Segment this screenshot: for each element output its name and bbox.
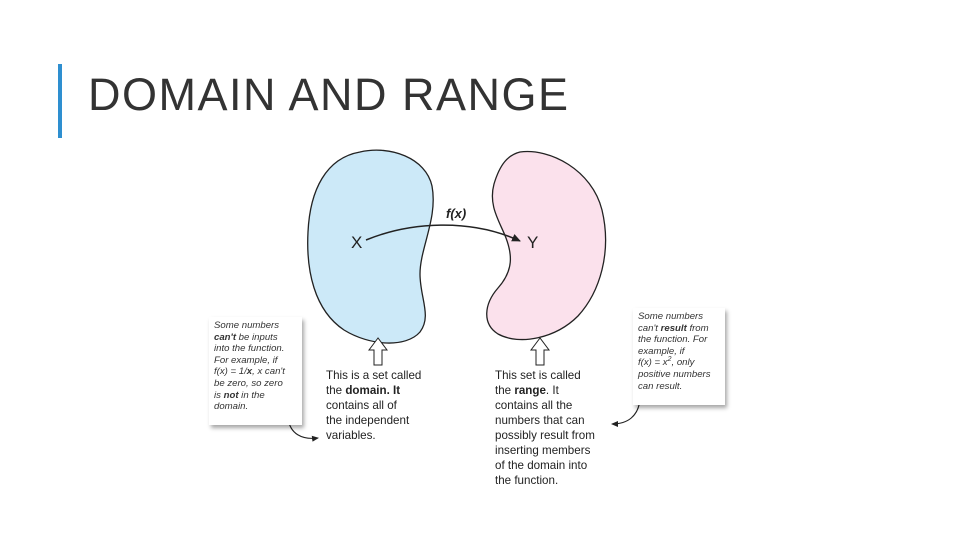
note-line: Some numbers xyxy=(214,320,280,331)
note-text: f(x) = x xyxy=(638,357,668,369)
note-line: f(x) = 1/x, x can't xyxy=(214,366,297,378)
caption-line: variables. xyxy=(326,429,376,442)
caption-line: numbers that can xyxy=(495,414,585,427)
note-text: from xyxy=(686,322,709,334)
note-line: f(x) = x2, only xyxy=(638,356,720,369)
domain-label-x: X xyxy=(351,233,362,252)
caption-line: This is a set called xyxy=(326,369,422,382)
caption-text: the xyxy=(495,384,515,397)
range-up-arrow xyxy=(530,337,550,366)
caption-text: . It xyxy=(545,384,559,397)
note-line: can't result from xyxy=(638,323,720,335)
note-line: can result. xyxy=(638,380,683,392)
note-text: be inputs xyxy=(236,331,278,343)
note-superscript: 2 xyxy=(667,356,672,364)
range-label-y: Y xyxy=(527,233,538,252)
title-accent-bar xyxy=(58,64,62,138)
note-line: domain. xyxy=(214,401,249,413)
note-line: example, if xyxy=(638,345,685,357)
note-line: be zero, so zero xyxy=(214,377,283,389)
note-text: , x can't xyxy=(252,366,285,378)
caption-line: contains all of xyxy=(326,399,397,412)
caption-line: the range. It xyxy=(495,383,620,398)
range-restriction-note: Some numbers can't result from the funct… xyxy=(633,308,725,405)
domain-set-blob xyxy=(307,149,434,344)
note-line: into the function. xyxy=(214,343,285,355)
note-text: f(x) = 1/ xyxy=(214,366,247,378)
caption-text: . It xyxy=(386,384,401,397)
note-text: in the xyxy=(238,389,265,401)
note-line: positive numbers xyxy=(638,368,711,380)
range-caption: This set is called the range. It contain… xyxy=(495,368,620,488)
domain-exclusion-note: Some numbers can't be inputs into the fu… xyxy=(209,317,302,425)
note-text: can't xyxy=(638,322,661,334)
caption-line: inserting members xyxy=(495,444,591,457)
note-line: the function. For xyxy=(638,334,708,346)
function-label: f(x) xyxy=(446,206,466,221)
caption-line: contains all the xyxy=(495,399,573,412)
note-emphasis: result xyxy=(660,322,687,334)
caption-emphasis: domain xyxy=(345,384,387,397)
caption-line: the function. xyxy=(495,474,559,487)
domain-caption: This is a set called the domain. It cont… xyxy=(326,368,446,443)
note-text: , only xyxy=(671,357,695,369)
slide-title: DOMAIN AND RANGE xyxy=(88,69,570,120)
note-emphasis: not xyxy=(223,389,239,401)
caption-line: of the domain into xyxy=(495,459,588,472)
note-line: For example, if xyxy=(214,354,278,366)
note-line: is not in the xyxy=(214,390,297,402)
caption-line: possibly result from xyxy=(495,429,595,442)
note-line: Some numbers xyxy=(638,311,704,322)
note-emphasis: can't xyxy=(214,331,237,343)
note-line: can't be inputs xyxy=(214,332,297,344)
function-arrow xyxy=(365,224,521,242)
caption-line: the independent xyxy=(326,414,410,427)
note-text: is xyxy=(214,389,224,401)
range-set-blob xyxy=(486,150,607,341)
caption-line: the domain. It xyxy=(326,383,446,398)
caption-emphasis: range xyxy=(514,384,546,397)
note-emphasis: x xyxy=(246,366,253,378)
caption-line: This set is called xyxy=(495,369,581,382)
domain-up-arrow xyxy=(368,337,388,366)
caption-text: the xyxy=(326,384,346,397)
